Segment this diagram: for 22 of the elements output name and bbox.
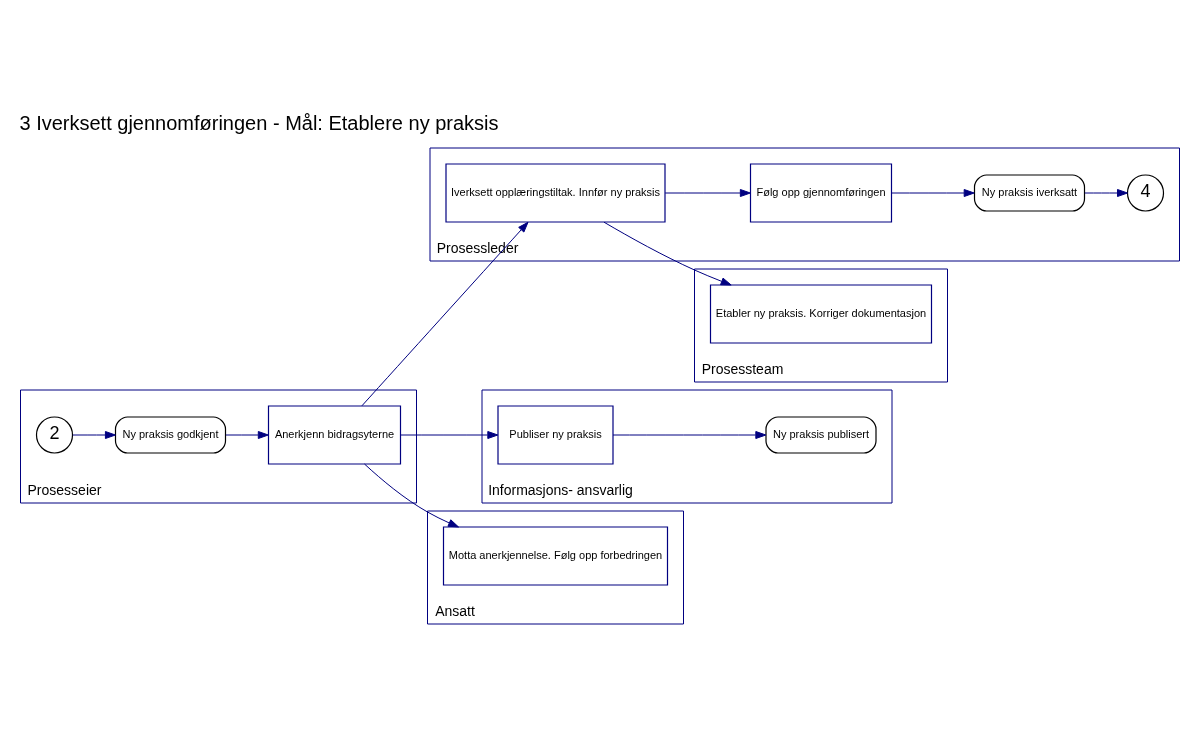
node-box: Ny praksis godkjent [114,416,227,454]
arrow [361,221,529,407]
node-circle: 2 [35,416,74,454]
node-box: Motta anerkjennelse. Følg opp forbedringen [442,526,669,586]
node-box: Ny praksis publisert [765,416,877,454]
node-circle: 4 [1126,174,1165,212]
arrow [1084,189,1128,197]
node-box: Publiser ny praksis [497,405,614,465]
node-box: Iverksett opplæringstiltak. Innfør ny praksis [445,163,666,223]
diagram-title: 3 Iverksett gjennomføringen - Mål: Etablere ny praksis [19,112,499,134]
node-box: Følg opp gjennomføringen [749,163,893,223]
arrow [603,221,732,286]
arrow [225,431,269,439]
arrow [891,189,975,197]
node-box: Ny praksis iverksatt [973,174,1086,212]
arrow [664,189,751,197]
arrow [400,431,499,439]
node-box: Anerkjenn bidragsyterne [267,405,402,465]
arrow [612,431,767,439]
arrow [72,431,116,439]
node-box: Etabler ny praksis. Korriger dokumentasjon [709,284,933,344]
arrow [364,463,459,528]
